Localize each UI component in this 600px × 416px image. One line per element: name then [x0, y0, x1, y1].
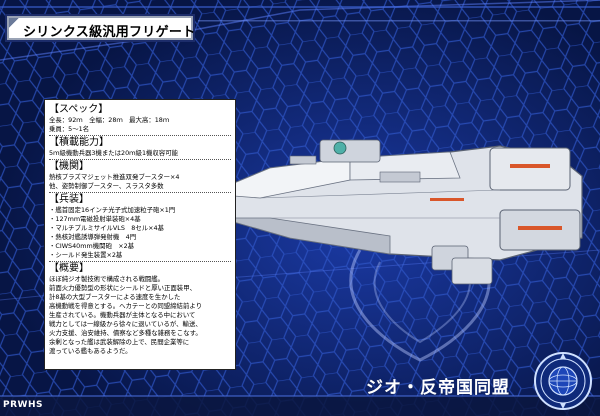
title-corner-decoration	[9, 18, 19, 28]
capacity-heading: 【積載能力】	[49, 137, 109, 148]
spec-heading: 【スペック】	[49, 104, 109, 115]
weapons-line: ・マルチプルミサイルVLS 8セル×4基	[49, 224, 164, 232]
frigate-illustration	[207, 139, 583, 285]
weapons-line: ・127mm電磁投射単装砲×4基	[49, 215, 141, 223]
engine-line: 熱核プラズマジェット推進双発ブースター×4	[49, 173, 180, 181]
faction-name: ジオ・反帝国同盟	[366, 378, 510, 398]
weapons-line: ・シールド発生装置×2基	[49, 251, 123, 259]
section-divider	[49, 159, 231, 160]
overview-line: ほぼ純ジオ製技術で構成される戦闘艦。	[49, 275, 165, 283]
overview-line: 余剰となった艦は武装解除の上で、民間企業等に	[49, 338, 190, 346]
overview-line: 渡っている艦もあるようだ。	[49, 347, 132, 355]
weapons-line: ・熱核対艦誘導弾発射機 4門	[49, 233, 137, 241]
spec-panel: 【スペック】 全長：92ｍ 全幅：28ｍ 最大高：18ｍ 乗員：5～1名 【積載…	[44, 99, 236, 370]
section-divider	[49, 261, 231, 262]
ship-class-title-box: シリンクス級汎用フリゲート	[7, 16, 196, 40]
ship-class-title: シリンクス級汎用フリゲート	[23, 25, 196, 40]
overview-line: 戦力としては一線級から徐々に退いているが、輸送、	[49, 320, 202, 328]
spec-line: 全長：92ｍ 全幅：28ｍ 最大高：18ｍ	[49, 116, 170, 124]
overview-line: 生産されている。機動兵器が主体となる中において	[49, 311, 196, 319]
overview-line: 前面火力優勢型の形状にシールドと厚い正面装甲、	[49, 284, 196, 292]
faction-emblem-icon	[534, 352, 592, 410]
spec-line: 乗員：5～1名	[49, 125, 90, 133]
weapons-line: ・艦首固定16インチ光子式加速粒子砲×1門	[49, 206, 176, 214]
capacity-line: 5ｍ級機動兵器3機または20ｍ級1機収容可能	[49, 149, 178, 157]
weapons-heading: 【兵装】	[49, 194, 89, 205]
overview-line: 火力支援、治安維持、債察など多種な雑務をこなす。	[49, 329, 202, 337]
brand-label: PRWHS	[3, 400, 43, 410]
engine-heading: 【機関】	[49, 161, 89, 172]
engine-line: 他、姿勢制御ブースター、スラスタ多数	[49, 182, 164, 190]
section-divider	[49, 135, 231, 136]
overview-heading: 【概要】	[49, 263, 89, 274]
weapons-line: ・CIWS40mm機関砲 ×2基	[49, 242, 135, 250]
overview-line: 計8基の大型ブースターによる速度を生かした	[49, 293, 181, 301]
overview-line: 高機動戦を得意とする。ヘカテーとの同盟締結前より	[49, 302, 202, 310]
section-divider	[49, 192, 231, 193]
